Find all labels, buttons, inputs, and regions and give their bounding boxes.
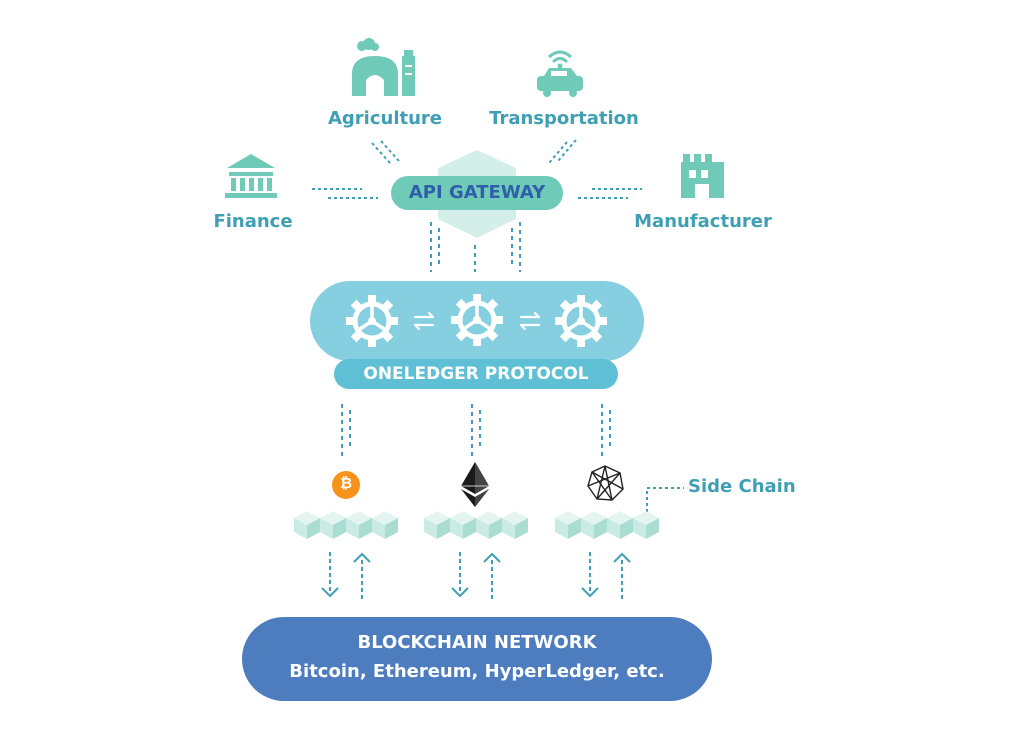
manufacturer-label: Manufacturer (634, 211, 772, 232)
transportation-label: Transportation (489, 108, 639, 129)
factory-icon (681, 154, 724, 198)
connected-car-icon (537, 50, 583, 97)
gear-icon (555, 295, 607, 347)
bank-icon (225, 154, 277, 198)
block-row (294, 511, 398, 539)
block-row (555, 511, 659, 539)
protocol-label-band (334, 359, 618, 389)
side-chain-label: Side Chain (688, 476, 796, 497)
gateway-pill (391, 176, 563, 210)
gear-icon (346, 295, 398, 347)
network-subtitle: Bitcoin, Ethereum, HyperLedger, etc. (289, 661, 665, 682)
gateway-protocol-connectors (430, 222, 521, 272)
hyperledger-icon (587, 465, 624, 501)
protocol-label: ONELEDGER PROTOCOL (363, 364, 589, 384)
block-row (424, 511, 528, 539)
agriculture-label: Agriculture (327, 108, 443, 129)
protocol-chain-connectors (341, 404, 611, 456)
network-arrows (321, 552, 631, 600)
gear-icon (451, 294, 503, 346)
side-chain-connector (646, 487, 684, 512)
network-title: BLOCKCHAIN NETWORK (357, 632, 597, 653)
bitcoin-glyph: ₿ (339, 474, 353, 492)
bitcoin-icon (332, 471, 360, 499)
sector-connectors (312, 139, 642, 199)
farm-icon (352, 38, 415, 96)
network-capsule (242, 617, 712, 701)
ethereum-icon (461, 462, 489, 507)
api-gateway-label: API GATEWAY (408, 182, 546, 203)
finance-label: Finance (213, 211, 293, 232)
